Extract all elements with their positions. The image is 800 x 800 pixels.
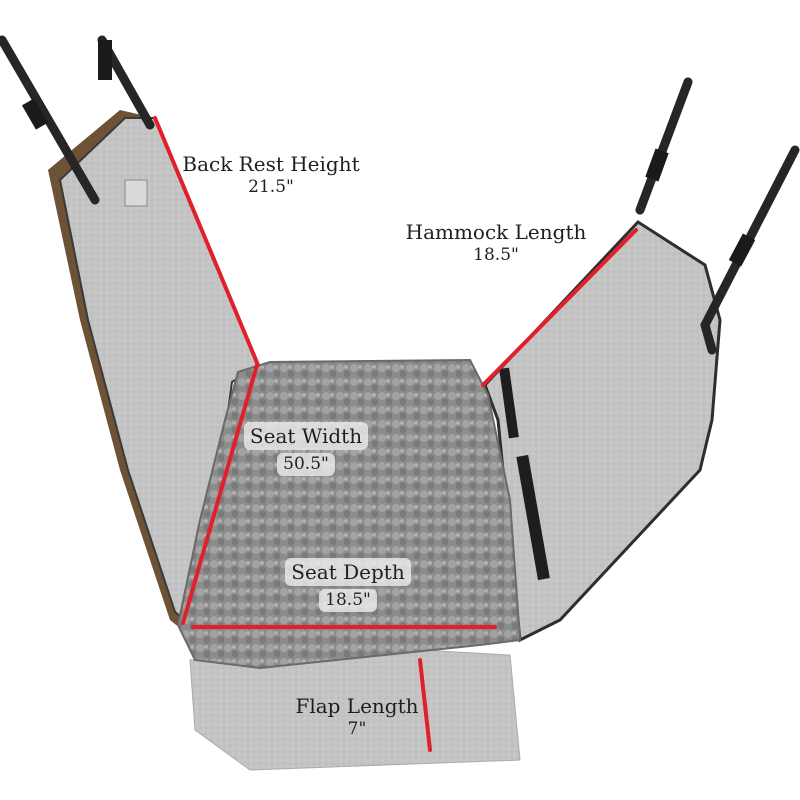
buckle-left-inner: [98, 40, 112, 80]
strap-left-outer: [0, 35, 100, 205]
hammock-title: Hammock Length: [405, 220, 587, 244]
seat-width-value: 50.5": [277, 453, 335, 477]
hammock-value: 18.5": [473, 245, 519, 265]
back-rest-label: Back Rest Height 21.5": [178, 152, 364, 198]
hammock-panel: [483, 220, 722, 643]
seat-width-line: [181, 363, 259, 625]
buckle-right-outer: [728, 233, 756, 267]
hammock-length-line: [481, 228, 638, 387]
buckle-right-inner: [645, 148, 669, 182]
back-rest-height-line: [153, 116, 260, 367]
back-rest-title: Back Rest Height: [182, 152, 360, 176]
flap-title: Flap Length: [295, 694, 419, 718]
hammock-slit-bottom: [516, 454, 550, 581]
seat-depth-label: Seat Depth 18.5": [278, 558, 418, 613]
strap-right-inner: [635, 77, 693, 215]
flap-label: Flap Length 7": [284, 694, 430, 740]
flap-length-line: [418, 658, 432, 752]
strap-right-tail: [700, 320, 717, 355]
buckle-left-outer: [21, 98, 49, 130]
back-rest-tag: [124, 179, 148, 207]
back-rest-value: 21.5": [248, 177, 294, 197]
seat-depth-value: 18.5": [319, 589, 377, 613]
flap-value: 7": [347, 719, 367, 739]
hammock-label: Hammock Length 18.5": [400, 220, 592, 266]
buckles: [21, 40, 756, 267]
measurement-lines: [153, 116, 638, 752]
seat-width-label: Seat Width 50.5": [236, 422, 376, 477]
seat-width-title: Seat Width: [243, 422, 369, 450]
seat-depth-title: Seat Depth: [285, 558, 411, 586]
hammock-fabric: [483, 220, 722, 643]
hammock-slit-top: [499, 367, 519, 439]
seat-mat: [176, 358, 522, 670]
